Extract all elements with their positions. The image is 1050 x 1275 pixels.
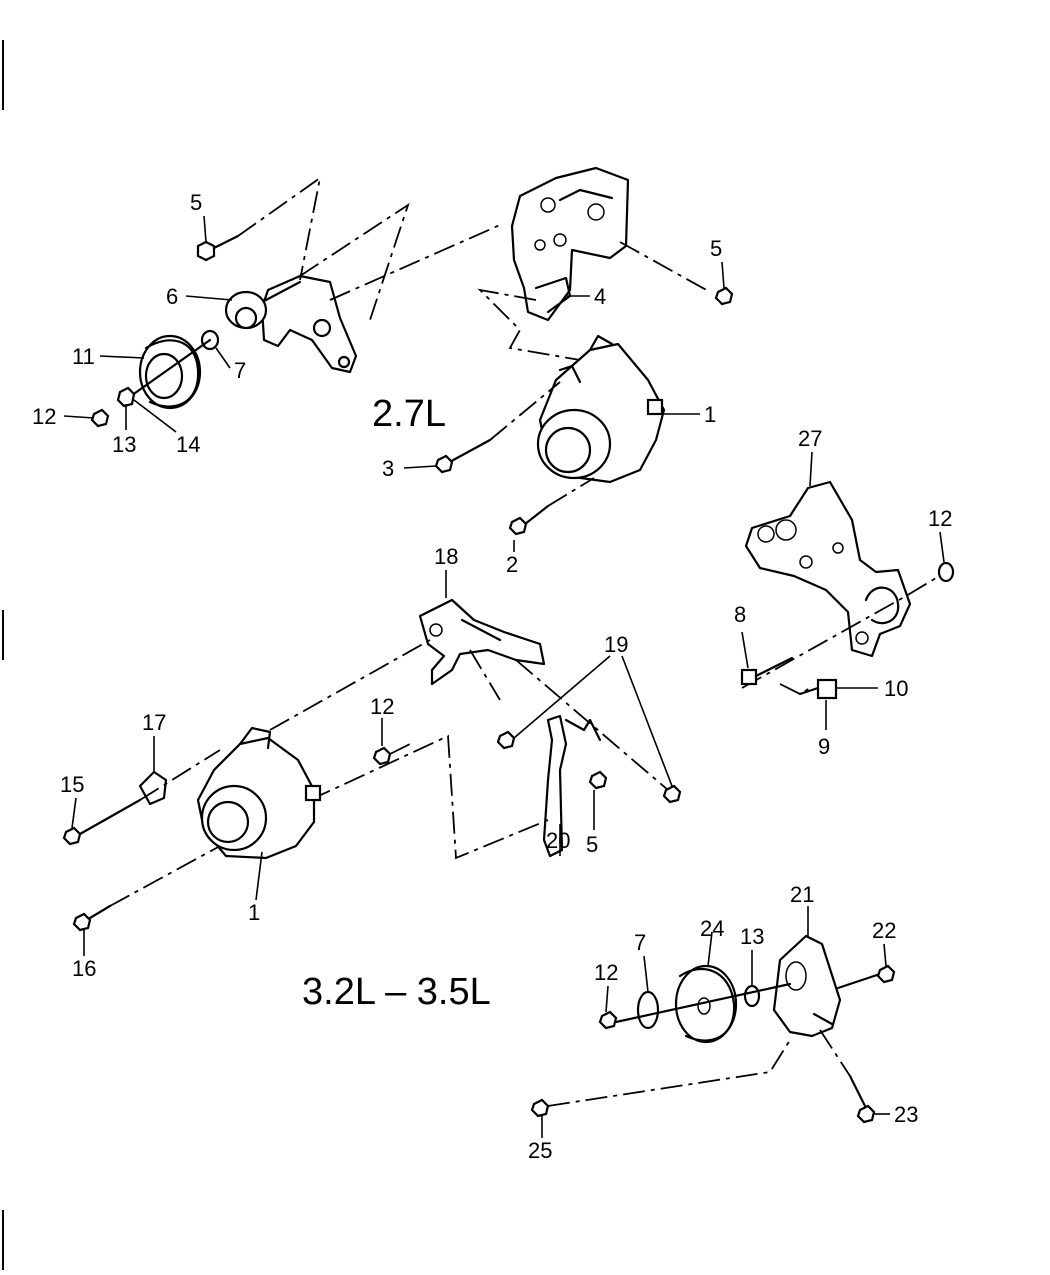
callout-10: 10 [884, 676, 908, 701]
engine-label-2-7l: 2.7L [372, 393, 446, 435]
callout-5: 5 [190, 190, 202, 215]
callout-27: 27 [798, 426, 822, 451]
nut-12-upper-left [90, 408, 110, 428]
callout-23: 23 [894, 1102, 918, 1127]
callout-15: 15 [60, 772, 84, 797]
callout-14: 14 [176, 432, 200, 457]
adjusting-strap-20 [542, 714, 602, 858]
bracket-17 [138, 770, 168, 806]
bolt-3 [434, 438, 492, 474]
callout-13: 13 [740, 924, 764, 949]
left-border-mark-top [2, 40, 4, 110]
callout-18: 18 [434, 544, 458, 569]
callout-1: 1 [248, 900, 260, 925]
washer-13-lower [743, 984, 761, 1008]
dash-23 [819, 1029, 851, 1077]
dash-15 [139, 749, 221, 801]
callout-21: 21 [790, 882, 814, 907]
bolt-16 [72, 904, 112, 932]
callout-2: 2 [506, 552, 518, 577]
callout-22: 22 [872, 918, 896, 943]
callout-20: 20 [546, 828, 570, 853]
dash-27-line [741, 571, 947, 689]
engine-label-3-2l-3-5l: 3.2L – 3.5L [302, 971, 491, 1013]
callout-7: 7 [634, 930, 646, 955]
dash-12-center [389, 743, 411, 755]
leader-dash-bracket [299, 202, 410, 321]
alternator-1-upper [536, 334, 666, 484]
washer-7-lower [636, 990, 660, 1030]
bolt-2 [508, 504, 550, 536]
bolt-25 [530, 1098, 550, 1118]
callout-12: 12 [928, 506, 952, 531]
callout-12: 12 [370, 694, 394, 719]
bolt-8 [740, 656, 794, 686]
pulley-11 [138, 334, 202, 410]
idler-bracket-6 [224, 274, 358, 374]
pulley-24 [674, 964, 738, 1044]
dash-18-down [469, 649, 501, 701]
bolt-10 [779, 678, 838, 700]
callout-6: 6 [166, 284, 178, 309]
left-border-mark-bottom [2, 1210, 4, 1270]
callout-4: 4 [594, 284, 606, 309]
callout-19: 19 [604, 632, 628, 657]
leader-dash-5 [237, 175, 322, 281]
shaft-lower [614, 982, 792, 1024]
dash-mount-to-bolt5 [619, 241, 711, 293]
dash-alt-to-strap [309, 734, 549, 860]
bolt-5-upper-right [714, 286, 734, 306]
callout-12: 12 [594, 960, 618, 985]
dash-bolt3 [489, 381, 561, 441]
dash-25 [547, 1039, 791, 1107]
bolt-5-lower [588, 770, 608, 790]
callout-5: 5 [710, 236, 722, 261]
dash-bolt2 [547, 477, 595, 507]
callout-17: 17 [142, 710, 166, 735]
callout-13: 13 [112, 432, 136, 457]
bolt-19-a [496, 730, 516, 750]
callout-5: 5 [586, 832, 598, 857]
callout-leaders [63, 215, 945, 1138]
callout-11: 11 [72, 344, 95, 369]
idler-bracket-21 [772, 934, 842, 1038]
alternator-1-lower [196, 726, 322, 860]
callout-24: 24 [700, 916, 724, 941]
left-border-mark-mid [2, 610, 4, 660]
callout-3: 3 [382, 456, 394, 481]
callout-7: 7 [234, 358, 246, 383]
nut-12-lower-center [372, 746, 392, 766]
callout-1: 1 [704, 402, 716, 427]
bolt-15 [62, 798, 142, 846]
callout-12: 12 [32, 404, 56, 429]
bolt-19-b [662, 784, 682, 804]
dash-19-right [515, 659, 669, 791]
dash-mount-to-alt [477, 288, 581, 361]
mounting-bracket-4 [510, 166, 630, 322]
callout-9: 9 [818, 734, 830, 759]
tensioner-bracket-27 [744, 480, 912, 658]
bolt-13-14 [116, 338, 212, 408]
callout-25: 25 [528, 1138, 552, 1163]
bracket-18 [418, 598, 546, 686]
bolt-22 [836, 964, 896, 990]
dash-bracket-to-mount [329, 224, 501, 301]
dash-18-to-alt [269, 639, 431, 731]
bolt-23 [848, 1074, 876, 1124]
dash-16 [109, 845, 221, 907]
bolt-5-upper-left [196, 234, 240, 262]
nut-12-right [937, 561, 955, 583]
nut-12-lower-right [598, 1010, 618, 1030]
callout-8: 8 [734, 602, 746, 627]
callout-16: 16 [72, 956, 96, 981]
